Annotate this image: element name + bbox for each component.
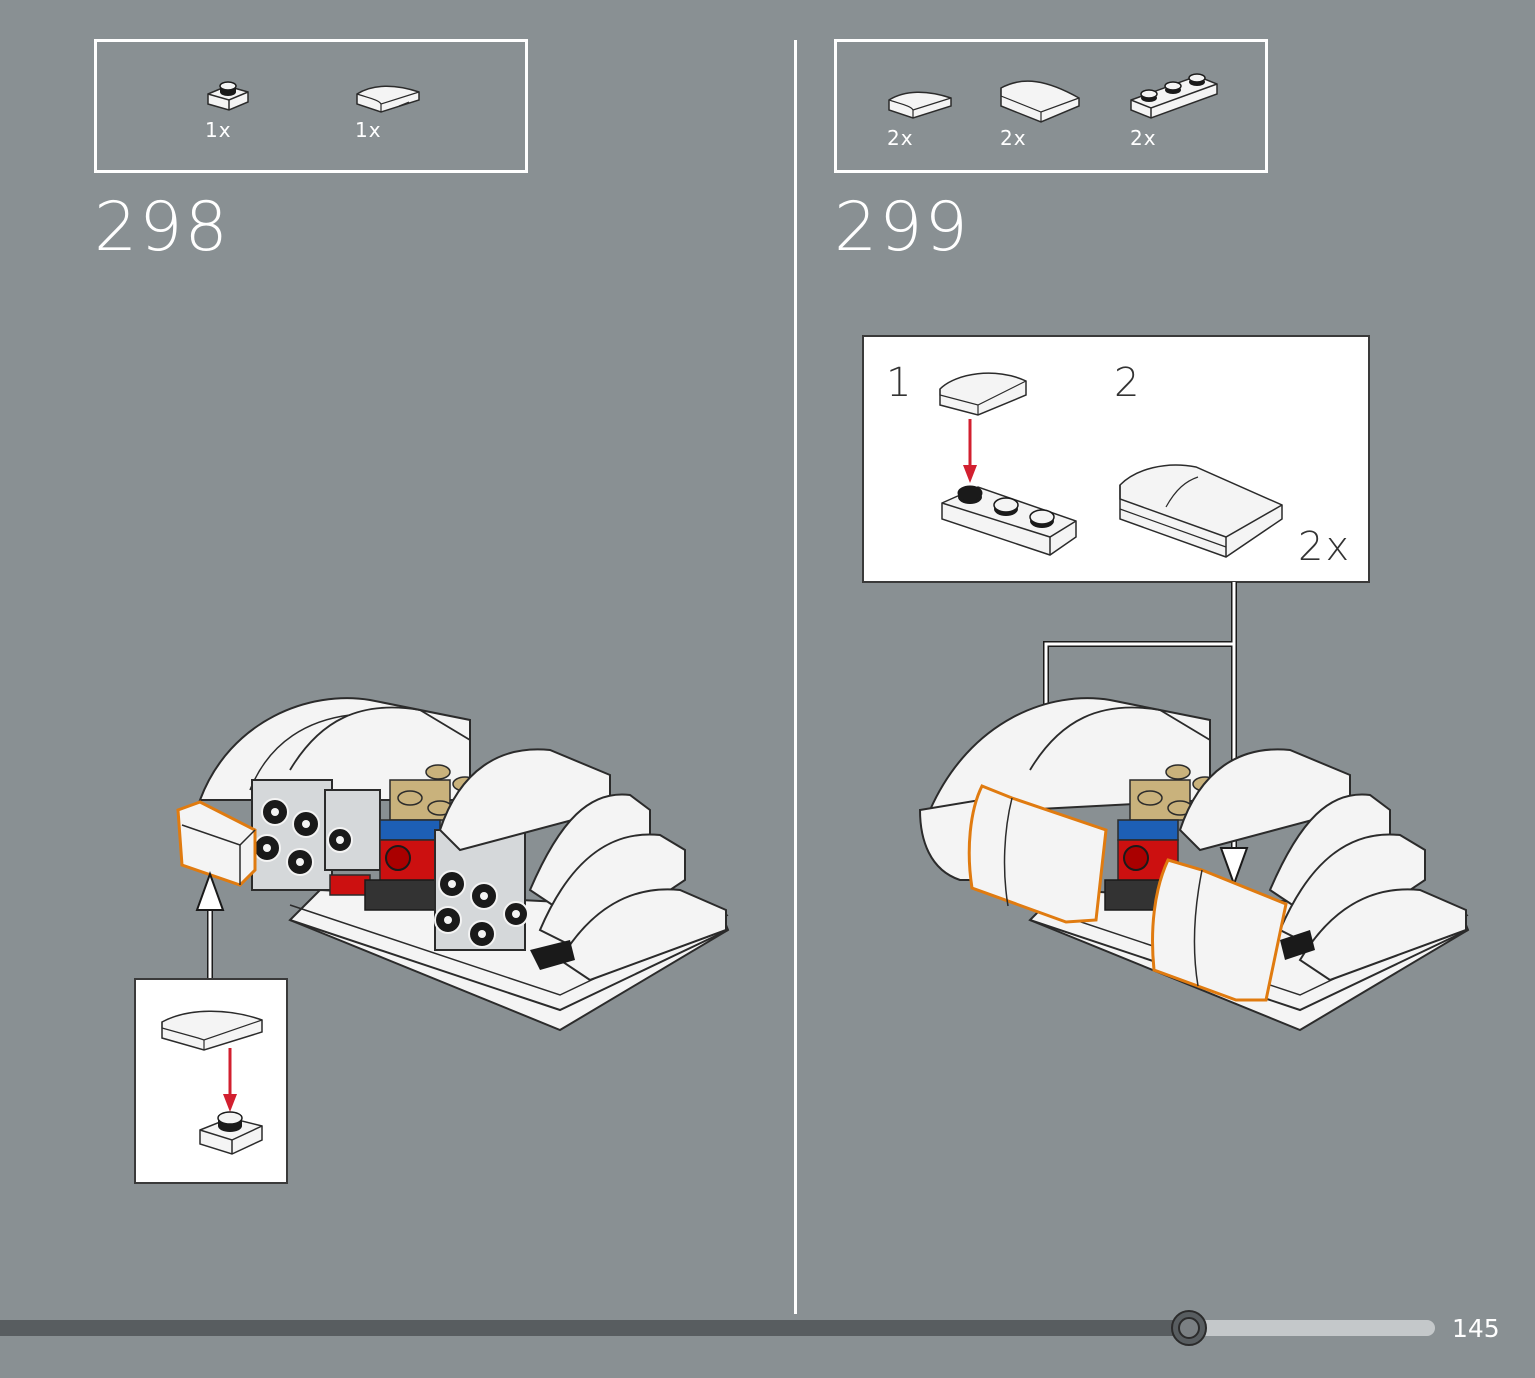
curved-slope-1x2-icon [161, 1010, 263, 1051]
sub-assembly-callout-299: 1 2 2x [862, 335, 1370, 583]
curved-slope-1x2-icon [356, 85, 420, 113]
part-qty: 2x [1000, 126, 1027, 150]
curved-slope-2x2-icon [1000, 80, 1080, 123]
arrow-down-icon [963, 419, 977, 483]
step-number: 299 [834, 188, 970, 267]
model-assembly-step-299 [918, 697, 1470, 1032]
progress-bar-remaining [1190, 1320, 1435, 1336]
step-number: 298 [94, 188, 230, 267]
plate-1x1-round-stud-icon [199, 1111, 263, 1155]
parts-list-step-299: 2x 2x 2x [834, 39, 1268, 173]
sub-step-number: 2 [1114, 360, 1140, 406]
plate-1x3-icon [1130, 73, 1218, 119]
sub-step-number: 1 [886, 360, 912, 406]
sub-assembly-callout-298 [134, 978, 288, 1184]
parts-list-step-298: 1x 1x [94, 39, 528, 173]
part-qty: 2x [887, 126, 914, 150]
model-assembly-step-298 [176, 697, 730, 1032]
progress-knob-icon [1171, 1310, 1207, 1346]
arrow-up-icon [195, 871, 225, 982]
page-number: 145 [1452, 1314, 1500, 1343]
plate-1x1-round-stud-icon [207, 81, 249, 111]
part-qty: 1x [355, 118, 382, 142]
sub-step-qty: 2x [1298, 524, 1352, 570]
part-qty: 2x [1130, 126, 1157, 150]
curved-slope-1x2-icon [888, 91, 952, 119]
part-qty: 1x [205, 118, 232, 142]
progress-bar-filled [0, 1320, 1190, 1336]
page-divider [794, 40, 797, 1314]
plate-1x3-icon [941, 485, 1077, 556]
curved-slope-1x2-icon [939, 372, 1027, 416]
arrow-down-icon [223, 1048, 237, 1112]
curved-slope-assembly-icon [1119, 464, 1283, 558]
